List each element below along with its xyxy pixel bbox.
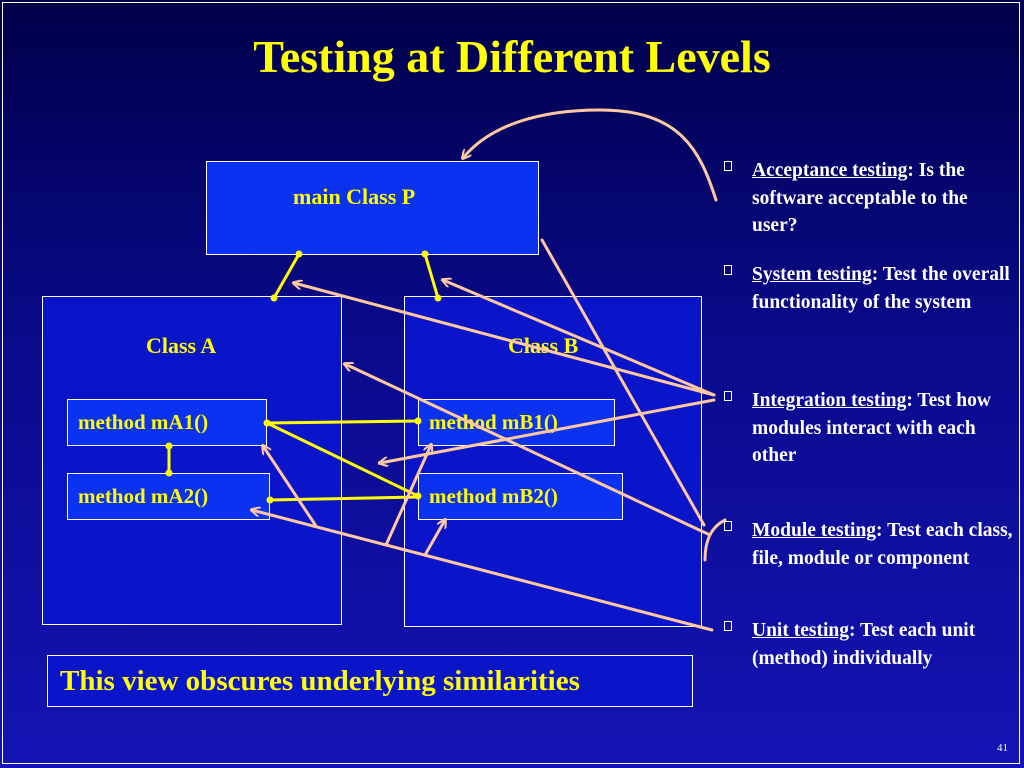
method-mb1-box: method mB1() <box>418 399 615 446</box>
bullet-text: System testing: Test the overall functio… <box>752 261 1014 316</box>
bullet-term: Unit testing <box>752 620 849 641</box>
slide-title: Testing at Different Levels <box>253 31 771 82</box>
bullet-desc: : Test each class, file, module or compo… <box>752 520 1013 569</box>
bullet-term: Module testing <box>752 520 877 541</box>
bullet-term: Acceptance testing <box>752 160 908 181</box>
method-mb2-box: method mB2() <box>418 473 623 520</box>
main-class-box: main Class P <box>206 161 539 255</box>
bullet-desc: : Test how modules interact with each ot… <box>752 390 991 466</box>
bullet-desc: : Is the software acceptable to the user… <box>752 160 968 236</box>
class-b-box: Class B <box>404 296 702 627</box>
bullet-text: Acceptance testing: Is the software acce… <box>752 157 1014 240</box>
bullet-icon <box>724 265 732 275</box>
method-ma1-box: method mA1() <box>67 399 267 446</box>
bullet-icon <box>724 621 732 631</box>
bullet-term: System testing <box>752 264 872 285</box>
class-a-label: Class A <box>146 333 217 358</box>
bullet-text: Module testing: Test each class, file, m… <box>752 517 1014 572</box>
slide-number: 41 <box>997 742 1008 754</box>
bullet-desc: : Test the overall functionality of the … <box>752 264 1010 313</box>
bullet-icon <box>724 521 732 531</box>
main-class-label: main Class P <box>293 184 416 209</box>
bullet-text: Integration testing: Test how modules in… <box>752 387 1014 470</box>
class-a-box: Class A <box>42 296 342 625</box>
class-b-label: Class B <box>508 333 579 358</box>
bullet-icon <box>724 161 732 171</box>
note-box: This view obscures underlying similariti… <box>47 655 693 707</box>
method-ma2-box: method mA2() <box>67 473 270 520</box>
bullet-desc: : Test each unit (method) individually <box>752 620 976 669</box>
bullet-text: Unit testing: Test each unit (method) in… <box>752 617 1014 672</box>
bullet-icon <box>724 391 732 401</box>
bullet-term: Integration testing <box>752 390 907 411</box>
